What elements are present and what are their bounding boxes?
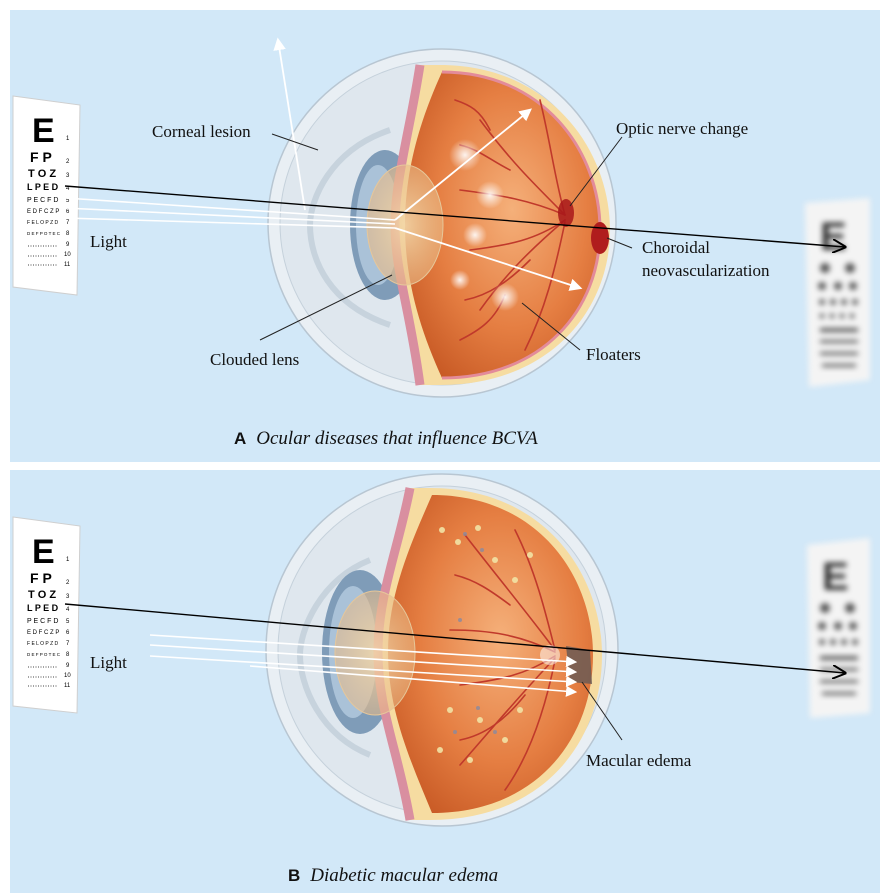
label-optic-nerve-change: Optic nerve change <box>616 119 748 139</box>
chart-b-num-11: 11 <box>64 683 71 689</box>
caption-a: A Ocular diseases that influence BCVA <box>234 428 538 450</box>
caption-a-text: Ocular diseases that influence BCVA <box>256 428 537 449</box>
label-neovascularization: neovascularization <box>642 261 769 281</box>
eye-chart-blurred-right-b: E <box>807 538 870 718</box>
eye-chart-left-b: E F P T O Z L P E D P E C F D E D F C Z … <box>13 517 80 713</box>
label-choroidal: Choroidal <box>642 238 710 258</box>
panel-b: E F P T O Z L P E D P E C F D E D F C Z … <box>10 470 880 893</box>
eye-chart-left: E F P T O Z L P E D P E C F D E D F C Z … <box>13 96 80 295</box>
panel-a: E F P T O Z L P E D P E C F D E D F C Z … <box>10 10 880 462</box>
chart-b-row-8: D E F P O T E C <box>27 652 61 657</box>
chart-row-6: E D F C Z P <box>27 209 59 215</box>
panel-a-diagram: E F P T O Z L P E D P E C F D E D F C Z … <box>10 10 880 462</box>
chart-row-8: D E F P O T E C <box>27 231 61 236</box>
chart-row-2: F P <box>30 149 52 165</box>
label-light-a: Light <box>90 232 127 252</box>
chart-num-11: 11 <box>64 262 71 268</box>
chart-b-row-4: L P E D <box>27 603 59 613</box>
label-corneal-lesion: Corneal lesion <box>152 122 251 142</box>
chart-b-row-2: F P <box>30 570 52 586</box>
chart-b-row-7: F E L O P Z D <box>27 641 59 647</box>
label-floaters: Floaters <box>586 345 641 365</box>
caption-b-text: Diabetic macular edema <box>310 865 498 886</box>
chart-row-5: P E C F D <box>27 197 58 204</box>
label-clouded-lens: Clouded lens <box>210 350 299 370</box>
caption-a-letter: A <box>234 429 246 448</box>
eye-illustration-a <box>268 49 616 397</box>
chart-b-row-5: P E C F D <box>27 618 58 625</box>
panel-b-diagram: E F P T O Z L P E D P E C F D E D F C Z … <box>10 470 880 893</box>
label-macular-edema: Macular edema <box>586 751 691 771</box>
eye-illustration-b <box>266 474 618 826</box>
chart-row-3: T O Z <box>28 168 56 180</box>
chart-big-e: E <box>32 112 55 150</box>
chart-b-row-3: T O Z <box>28 589 56 601</box>
caption-b-letter: B <box>288 866 300 885</box>
svg-text:E: E <box>822 555 849 599</box>
chart-b-big-e: E <box>32 533 55 571</box>
svg-text:E: E <box>820 215 847 259</box>
eye-chart-blurred-right: E <box>805 198 870 387</box>
chart-row-7: F E L O P Z D <box>27 220 59 226</box>
chart-b-row-6: E D F C Z P <box>27 630 59 636</box>
chart-b-num-10: 10 <box>64 673 71 679</box>
chart-row-4: L P E D <box>27 182 59 192</box>
label-light-b: Light <box>90 653 127 673</box>
caption-b: B Diabetic macular edema <box>288 865 498 887</box>
chart-num-10: 10 <box>64 252 71 258</box>
